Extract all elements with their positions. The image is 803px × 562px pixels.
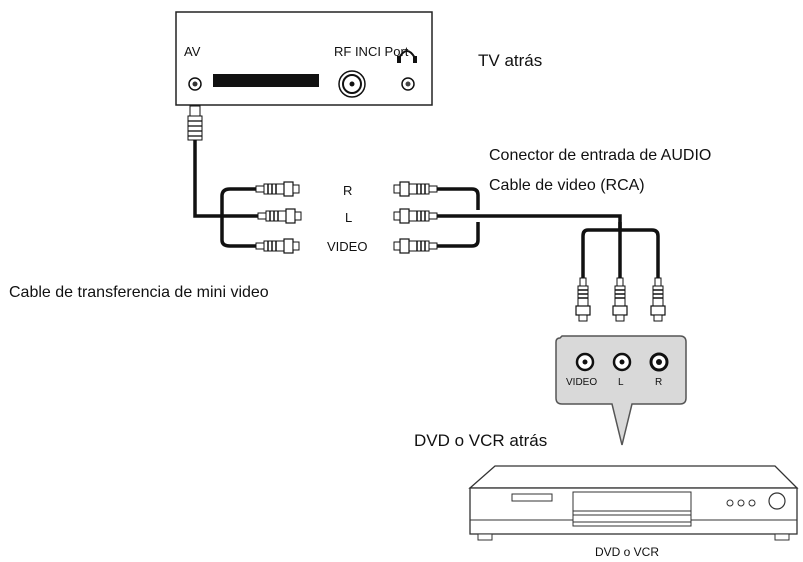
tv-back-panel: AV RF INCI Port	[175, 11, 433, 106]
plug-video-down	[575, 277, 591, 322]
rf-jack	[338, 70, 366, 98]
mini-video-plug	[187, 105, 203, 141]
plug-label-l: L	[345, 210, 352, 225]
tv-caption: TV atrás	[478, 51, 542, 70]
headphone-icon	[397, 50, 417, 63]
jack-video	[575, 352, 595, 372]
power-knob	[768, 492, 786, 510]
plug-video-left	[255, 238, 300, 254]
tape-slot	[572, 491, 692, 527]
plug-label-video: VIDEO	[327, 239, 367, 254]
plug-r-right	[393, 181, 438, 197]
headphone-jack	[401, 77, 415, 91]
plug-l-down	[612, 277, 628, 322]
av-jack	[188, 77, 202, 91]
plug-l-right	[393, 208, 438, 224]
tv-av-label: AV	[184, 44, 201, 59]
disc-tray	[511, 493, 553, 502]
plug-label-r: R	[343, 183, 352, 198]
jack-label-l: L	[618, 377, 624, 388]
plug-video-right	[393, 238, 438, 254]
front-buttons	[726, 499, 756, 507]
rca-cable	[437, 187, 660, 278]
player-caption: DVD o VCR atrás	[414, 431, 547, 450]
tv-card-slot	[213, 74, 319, 87]
plug-l-left	[257, 208, 302, 224]
plug-r-down	[650, 277, 666, 322]
dvd-vcr-device	[468, 465, 799, 541]
jack-l	[612, 352, 632, 372]
jack-r	[649, 352, 669, 372]
jack-label-r: R	[655, 377, 662, 388]
jack-panel: VIDEO L R	[555, 335, 687, 446]
mini-video-cable-label: Cable de transferencia de mini video	[9, 284, 269, 301]
plug-r-left	[255, 181, 300, 197]
audio-connector-label: Conector de entrada de AUDIO	[489, 147, 711, 164]
mini-video-cable	[193, 140, 258, 248]
device-label: DVD o VCR	[595, 545, 659, 559]
rca-cable-label: Cable de video (RCA)	[489, 177, 645, 194]
jack-label-video: VIDEO	[566, 377, 597, 388]
tv-rf-label: RF INCI Port	[334, 44, 409, 59]
